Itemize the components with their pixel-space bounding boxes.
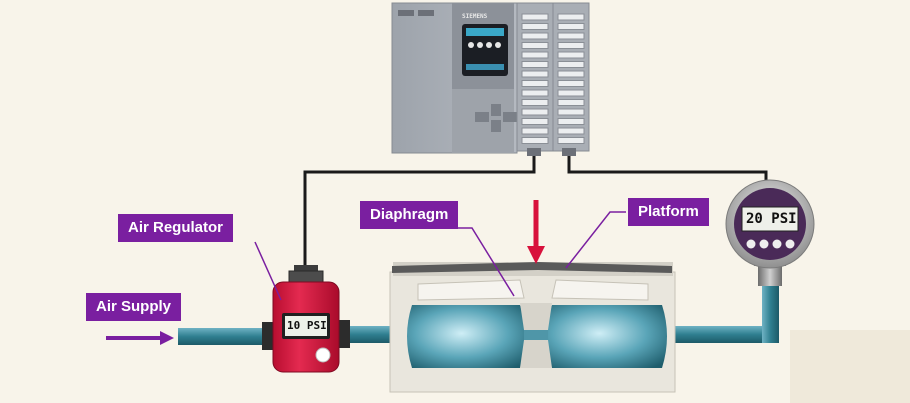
plc-io-connector — [562, 148, 576, 156]
air-supply-arrowhead — [160, 331, 174, 345]
plc-io-terminal-strip — [557, 13, 585, 144]
diaphragm-piece — [520, 303, 552, 330]
chamber-link — [524, 330, 548, 340]
plc-io-terminal — [521, 42, 549, 49]
keypad-left-key — [475, 112, 489, 122]
plc-io-terminal — [521, 99, 549, 106]
regulator-display — [285, 316, 327, 336]
plc-io-terminal — [557, 108, 585, 116]
plc-io-terminal — [557, 89, 585, 97]
plc-led — [418, 10, 434, 16]
air-regulator — [262, 265, 350, 373]
chamber-left — [407, 305, 528, 368]
gauge-button — [759, 239, 769, 249]
regulator-connector-nut — [288, 270, 324, 284]
supply-pipe — [178, 328, 273, 345]
plc-io-terminal — [521, 13, 549, 21]
diaphragm-housing — [389, 262, 676, 393]
plc-display-icon — [477, 42, 483, 48]
regulator-outlet-pipe — [340, 326, 400, 343]
plc-io-terminal — [521, 51, 549, 59]
keypad-right-key — [503, 112, 517, 122]
signal-wire-regulator — [303, 156, 536, 268]
plc-io-terminal — [557, 137, 585, 144]
keypad-down-key — [491, 120, 501, 132]
plc-io-terminal — [521, 137, 549, 144]
label-platform: Platform — [628, 198, 709, 226]
leader-air-regulator — [254, 241, 282, 301]
plc-io-terminal — [557, 99, 585, 106]
plc-display-icon — [468, 42, 474, 48]
plc-io-connector — [527, 148, 541, 156]
gauge-return-pipe — [675, 326, 775, 343]
gauge-button — [785, 239, 795, 249]
plc-io-terminal — [521, 108, 549, 116]
label-diaphragm: Diaphragm — [360, 201, 459, 229]
regulator-readout: 10 PSI — [287, 319, 327, 332]
plc-io-terminal — [521, 61, 549, 68]
plc-io-terminal — [557, 13, 585, 21]
regulator-connector — [294, 265, 318, 275]
plc-display-footer — [466, 64, 504, 70]
upper-cavity-right — [551, 279, 649, 301]
plc-io-terminal — [521, 32, 549, 40]
platform-bar — [392, 262, 672, 273]
gauge-display — [741, 206, 799, 232]
plc-io-terminal — [557, 32, 585, 40]
label-air-supply: Air Supply — [86, 293, 182, 321]
plc-io-terminal — [557, 80, 585, 87]
regulator-button — [315, 347, 331, 363]
plc-io-terminal — [557, 118, 585, 125]
gauge-button — [772, 239, 782, 249]
plc-io-terminal — [557, 61, 585, 68]
plc-io-modules — [516, 2, 590, 156]
plc-brand: SIEMENS — [462, 13, 488, 20]
plc-io-terminal — [521, 127, 549, 135]
plc-display-icon — [486, 42, 492, 48]
chamber-right — [544, 305, 667, 368]
plc-io-terminal — [557, 42, 585, 49]
gauge-readout: 20 PSI — [746, 211, 797, 227]
plc-display — [462, 24, 508, 76]
plc-io-terminal — [521, 89, 549, 97]
force-arrowhead — [527, 246, 545, 264]
plc-io-terminal — [521, 80, 549, 87]
plc-io-terminal — [557, 51, 585, 59]
plc-controller — [391, 2, 590, 156]
gauge-button — [746, 239, 756, 249]
plc-nav-keypad — [475, 104, 517, 132]
plc-io-terminal — [521, 23, 549, 30]
plc-io-terminal — [557, 23, 585, 30]
leader-platform — [565, 211, 626, 269]
plc-led — [398, 10, 414, 16]
diaphragm-piece-lower — [520, 340, 552, 368]
pressure-gauge — [725, 179, 815, 286]
plc-io-terminal-strip — [521, 13, 549, 144]
background-shade — [790, 330, 910, 403]
label-air-regulator: Air Regulator — [118, 214, 234, 242]
keypad-up-key — [491, 104, 501, 116]
upper-cavity-left — [417, 279, 525, 301]
plc-display-icon — [495, 42, 501, 48]
plc-display-header — [466, 28, 504, 36]
plc-io-terminal — [521, 70, 549, 78]
plc-io-terminal — [557, 127, 585, 135]
gauge-riser-pipe — [762, 278, 779, 343]
plc-io-terminal — [557, 70, 585, 78]
plc-io-terminal — [521, 118, 549, 125]
